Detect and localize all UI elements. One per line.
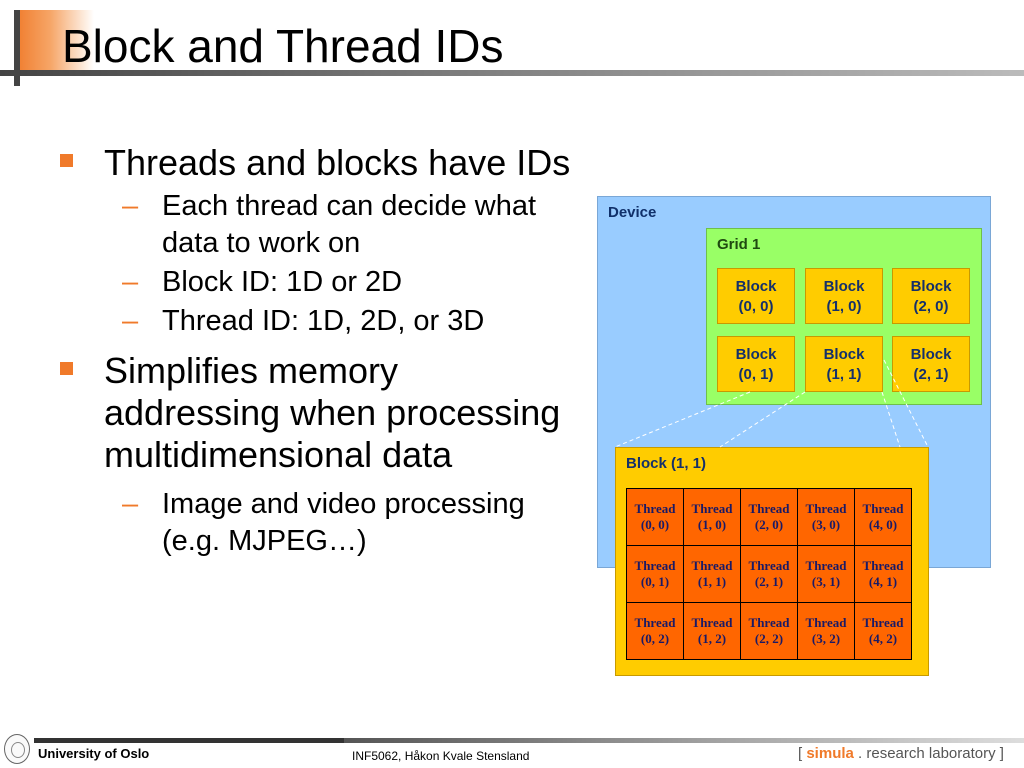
thread-cell: Thread(4, 0) xyxy=(854,488,912,546)
title-bar-vertical xyxy=(14,10,20,86)
footer-university: University of Oslo xyxy=(38,746,150,761)
grid-block-word: Block xyxy=(735,346,777,363)
bullet-2-text: Simplifies memory addressing when proces… xyxy=(104,350,561,475)
sub-bullet-text: Image and video processing (e.g. MJPEG…) xyxy=(162,488,525,557)
slide-title: Block and Thread IDs xyxy=(62,20,504,72)
thread-cell: Thread(4, 1) xyxy=(854,545,912,603)
footer-rule-left xyxy=(34,738,344,743)
thread-cell: Thread(3, 2) xyxy=(797,602,855,660)
grid-block-word: Block xyxy=(735,278,777,295)
lab-bracket-open: [ xyxy=(798,745,803,762)
grid-block-id: (1, 0) xyxy=(826,298,862,315)
title-accent xyxy=(14,10,94,74)
grid-block-word: Block xyxy=(823,278,865,295)
thread-cell: Thread(2, 0) xyxy=(740,488,798,546)
sub-bullet-text: Block ID: 1D or 2D xyxy=(162,266,403,298)
thread-cell: Thread(0, 1) xyxy=(626,545,684,603)
dash-icon: – xyxy=(122,305,139,337)
bullet-1: Threads and blocks have IDs xyxy=(58,142,578,184)
thread-cell: Thread(4, 2) xyxy=(854,602,912,660)
thread-cell: Thread(1, 0) xyxy=(683,488,741,546)
footer-course: INF5062, Håkon Kvale Stensland xyxy=(352,749,530,763)
thread-cell: Thread(1, 2) xyxy=(683,602,741,660)
grid-block-id: (0, 0) xyxy=(738,298,774,315)
thread-cell: Thread(1, 1) xyxy=(683,545,741,603)
bullet-1-text: Threads and blocks have IDs xyxy=(104,142,571,183)
grid-block-id: (1, 1) xyxy=(826,366,862,383)
bullet-square-icon xyxy=(60,154,73,167)
grid-block-id: (0, 1) xyxy=(738,366,774,383)
thread-cell: Thread(2, 2) xyxy=(740,602,798,660)
footer-rule-right xyxy=(344,738,1024,743)
grid-block: Block (2, 1) xyxy=(892,336,970,392)
footer-lab-logo: [ simula . research laboratory ] xyxy=(798,745,1004,762)
grid-block-word: Block xyxy=(823,346,865,363)
dash-icon: – xyxy=(122,488,139,520)
bullet-2: Simplifies memory addressing when proces… xyxy=(58,350,578,476)
thread-grid: Thread(0, 0) Thread(1, 0) Thread(2, 0) T… xyxy=(626,488,912,660)
thread-row: Thread(0, 2) Thread(1, 2) Thread(2, 2) T… xyxy=(626,602,912,660)
thread-cell: Thread(3, 0) xyxy=(797,488,855,546)
sub-bullet-text: Each thread can decide what data to work… xyxy=(162,190,537,259)
bullet-square-icon xyxy=(60,362,73,375)
sub-bullet: – Image and video processing (e.g. MJPEG… xyxy=(58,486,578,560)
grid-block: Block (0, 0) xyxy=(717,268,795,324)
lab-simula: simula xyxy=(806,745,854,762)
sub-bullet: – Thread ID: 1D, 2D, or 3D xyxy=(58,303,578,340)
grid-label: Grid 1 xyxy=(717,236,761,253)
university-seal-icon xyxy=(4,734,30,764)
sub-bullet-text: Thread ID: 1D, 2D, or 3D xyxy=(162,305,485,337)
lab-bracket-close: ] xyxy=(999,745,1004,762)
grid-block: Block (1, 0) xyxy=(805,268,883,324)
thread-cell: Thread(2, 1) xyxy=(740,545,798,603)
bullet-list: Threads and blocks have IDs – Each threa… xyxy=(58,142,578,562)
thread-cell: Thread(0, 2) xyxy=(626,602,684,660)
thread-row: Thread(0, 1) Thread(1, 1) Thread(2, 1) T… xyxy=(626,545,912,603)
zoomed-block-label: Block (1, 1) xyxy=(626,455,707,472)
grid-block-word: Block xyxy=(910,346,952,363)
thread-cell: Thread(0, 0) xyxy=(626,488,684,546)
grid-block: Block (2, 0) xyxy=(892,268,970,324)
lab-rest: . research laboratory xyxy=(858,745,996,762)
thread-row: Thread(0, 0) Thread(1, 0) Thread(2, 0) T… xyxy=(626,488,912,546)
sub-bullet: – Each thread can decide what data to wo… xyxy=(58,188,578,262)
sub-bullet: – Block ID: 1D or 2D xyxy=(58,264,578,301)
device-label: Device xyxy=(608,204,657,221)
thread-cell: Thread(3, 1) xyxy=(797,545,855,603)
grid-block-highlighted: Block (1, 1) xyxy=(805,336,883,392)
grid-block: Block (0, 1) xyxy=(717,336,795,392)
grid-block-word: Block xyxy=(910,278,952,295)
grid-block-id: (2, 0) xyxy=(913,298,949,315)
dash-icon: – xyxy=(122,190,139,222)
title-bar-horizontal xyxy=(0,70,1024,76)
dash-icon: – xyxy=(122,266,139,298)
grid-block-id: (2, 1) xyxy=(913,366,949,383)
